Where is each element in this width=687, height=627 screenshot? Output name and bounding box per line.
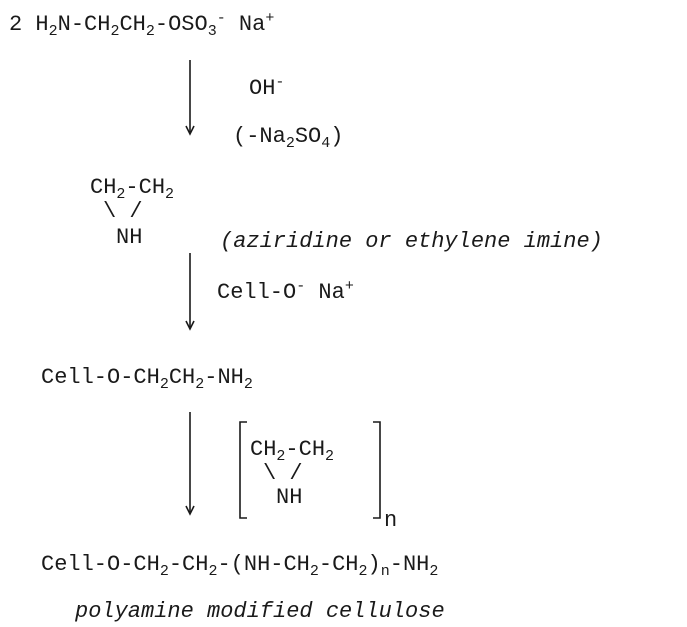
reagent-hydroxide: OH- [249, 74, 285, 101]
reagent-cellulose-alkoxide: Cell-O- Na+ [217, 278, 354, 305]
polyamine-product-formula: Cell-O-CH2-CH2-(NH-CH2-CH2)n-NH2 [41, 552, 439, 580]
aziridine-ring-top: CH2-CH2 [90, 175, 175, 203]
stoichiometric-coefficient: 2 [9, 12, 23, 37]
arrow-3 [185, 412, 195, 516]
product-name: polyamine modified cellulose [75, 599, 445, 624]
arrow-2 [185, 253, 195, 331]
bracket-aziridine-top: CH2-CH2 [250, 437, 335, 465]
aminoethyl-cellulose-formula: Cell-O-CH2CH2-NH2 [41, 365, 253, 393]
bracket-left [239, 421, 247, 519]
byproduct-sodium-sulfate: (-Na2SO4) [233, 124, 344, 152]
reactant-line: 2 H2N-CH2CH2-OSO3- Na+ [9, 10, 275, 40]
arrow-1 [185, 60, 195, 136]
bracket-aziridine-bonds: \ / [263, 461, 303, 486]
bracket-aziridine-nh: NH [276, 485, 303, 510]
repeat-count-n: n [384, 508, 398, 533]
aziridine-name: (aziridine or ethylene imine) [220, 229, 603, 254]
aziridine-nh: NH [116, 225, 143, 250]
bracket-right [373, 421, 381, 519]
aminoethyl-sulfate-formula: H2N-CH2CH2-OSO3- Na+ [35, 10, 275, 40]
aziridine-ring-bonds: \ / [103, 199, 143, 224]
